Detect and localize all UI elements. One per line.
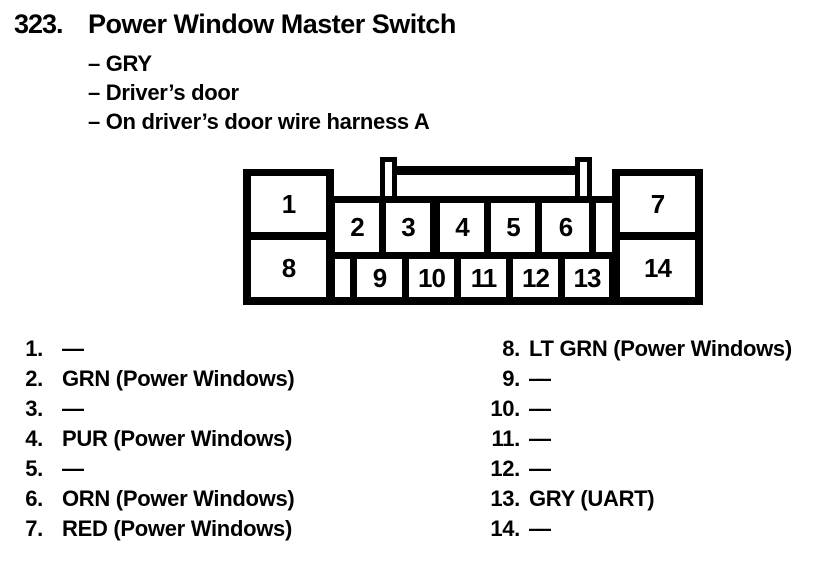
- pin-row-desc: —: [529, 516, 551, 541]
- pin-number: 13: [573, 262, 602, 293]
- pin-row-number: 12.: [490, 456, 520, 481]
- pin-row-4: 4. PUR (Power Windows): [10, 424, 294, 454]
- pin-row-6: 6. ORN (Power Windows): [10, 484, 294, 514]
- pin-row-number: 14.: [490, 516, 520, 541]
- pin-cavity-2: 2: [335, 203, 379, 252]
- page-title: Power Window Master Switch: [88, 9, 456, 39]
- pin-row-desc: PUR (Power Windows): [62, 426, 292, 451]
- pin-row-desc: GRY (UART): [529, 486, 655, 511]
- pin-cavity-6: 6: [542, 203, 589, 252]
- pin-row-number: 4.: [25, 426, 43, 451]
- pin-list-right: 8. LT GRN (Power Windows) 9. — 10. — 11. — 1…: [460, 334, 792, 544]
- pin-cavity-12: 12: [513, 259, 558, 297]
- pin-row-8: 8. LT GRN (Power Windows): [460, 334, 792, 364]
- section-number: 323.: [14, 9, 64, 39]
- pin-number: 12: [522, 262, 550, 293]
- pin-row-desc: —: [529, 396, 551, 421]
- pin-row-desc: —: [529, 456, 551, 481]
- pin-row-desc: —: [529, 366, 551, 391]
- pin-row-10: 10. —: [460, 394, 792, 424]
- pin-row-11: 11. —: [460, 424, 792, 454]
- empty-cavity-bottom: [335, 259, 350, 297]
- latch-bar-icon: [388, 166, 584, 175]
- pin-row-number: 9.: [502, 366, 520, 391]
- pin-row-desc: —: [529, 426, 551, 451]
- pin-number: 6: [558, 212, 574, 242]
- pin-number: 5: [506, 212, 521, 242]
- pin-number: 2: [350, 212, 365, 242]
- pin-row-5: 5. —: [10, 454, 294, 484]
- pin-row-9: 9. —: [460, 364, 792, 394]
- pin-cavity-9: 9: [357, 259, 402, 297]
- pin-row-14: 14. —: [460, 514, 792, 544]
- pin-cavity-11: 11: [461, 259, 506, 297]
- pin-row-desc: LT GRN (Power Windows): [529, 336, 792, 361]
- pin-row-1: 1. —: [10, 334, 294, 364]
- pin-row-7: 7. RED (Power Windows): [10, 514, 294, 544]
- pin-row-desc: —: [62, 336, 84, 361]
- connector-diagram: 1 2 3 4 5 6 7 8 9 10 11 12 13 14: [243, 155, 703, 305]
- pin-number: 10: [418, 262, 446, 293]
- pin-row-13: 13. GRY (UART): [460, 484, 792, 514]
- pin-row-number: 10.: [490, 396, 520, 421]
- pin-cavity-1: 1: [251, 176, 326, 232]
- pin-cavity-3: 3: [386, 203, 430, 252]
- pin-row-3: 3. —: [10, 394, 294, 424]
- pin-number: 3: [401, 212, 416, 242]
- pin-row-12: 12. —: [460, 454, 792, 484]
- pin-row-number: 1.: [25, 336, 43, 361]
- pin-cavity-13: 13: [565, 259, 609, 297]
- pin-row-number: 6.: [25, 486, 43, 511]
- detail-harness: – On driver’s door wire harness A: [88, 109, 430, 134]
- pin-cavity-10: 10: [409, 259, 454, 297]
- pin-number: 8: [281, 253, 297, 283]
- connector-details: – GRY – Driver’s door – On driver’s door…: [88, 49, 430, 136]
- detail-location: – Driver’s door: [88, 80, 239, 105]
- pin-number: 1: [281, 188, 297, 219]
- empty-cavity-top: [596, 203, 612, 252]
- pin-cavity-4: 4: [440, 203, 484, 252]
- pin-row-number: 11.: [491, 426, 521, 451]
- pin-cavity-5: 5: [491, 203, 535, 252]
- pin-row-2: 2. GRN (Power Windows): [10, 364, 294, 394]
- pin-row-desc: —: [62, 456, 84, 481]
- pin-number: 11: [470, 262, 497, 293]
- pin-row-desc: GRN (Power Windows): [62, 366, 295, 391]
- pin-row-number: 2.: [25, 366, 43, 391]
- pin-cavity-8: 8: [251, 240, 326, 297]
- pin-number: 9: [372, 262, 388, 293]
- pin-row-desc: ORN (Power Windows): [62, 486, 295, 511]
- pin-row-number: 5.: [25, 456, 43, 481]
- pin-number: 4: [455, 212, 470, 242]
- pin-row-number: 7.: [25, 516, 43, 541]
- pin-row-number: 13.: [490, 486, 520, 511]
- detail-connector-color: – GRY: [88, 51, 152, 76]
- pin-row-desc: —: [62, 396, 84, 421]
- pin-cavity-14: 14: [620, 240, 695, 297]
- pin-list-left: 1. — 2. GRN (Power Windows) 3. — 4. PUR (Pow…: [10, 334, 294, 544]
- pin-row-desc: RED (Power Windows): [62, 516, 292, 541]
- pin-number: 14: [644, 253, 672, 283]
- pin-cavity-7: 7: [620, 176, 695, 232]
- pin-row-number: 3.: [25, 396, 43, 421]
- pin-number: 7: [650, 188, 666, 219]
- pin-row-number: 8.: [502, 336, 520, 361]
